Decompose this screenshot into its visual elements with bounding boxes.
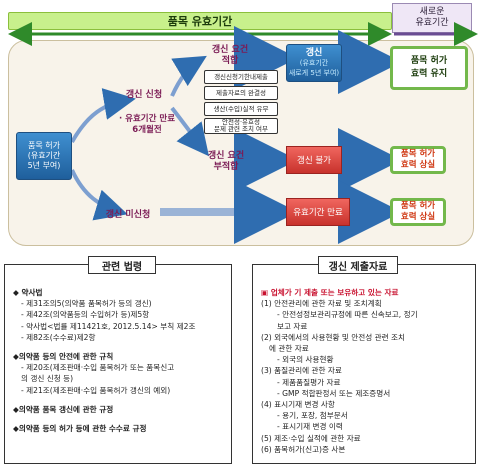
renewal-documents-list: ▣ 업체가 기 제출 또는 보유하고 있는 자료 (1) 안전관리에 관한 자료 …	[261, 287, 471, 455]
list-line: ◆ 약사법	[13, 288, 43, 297]
arrow-to-non-apply	[70, 169, 128, 221]
renewal-refused-box: 갱신 불가	[286, 146, 342, 174]
renewal-apply-label: 갱신 신청	[125, 89, 163, 100]
list-line: (4) 표시기재 변경 사항	[261, 400, 335, 410]
flow-arrows	[8, 22, 478, 244]
related-laws-panel: ◆ 약사법 - 제31조의5(의약품 품목허가 등의 갱신)- 제42조(의약품등…	[4, 264, 232, 464]
arrow-to-req-unmet	[170, 106, 209, 157]
list-line: ◆의약품 등의 허가 등에 관한 수수료 규정	[13, 424, 147, 434]
requirement-unmet-label: 갱신 요건 부적합	[207, 151, 245, 172]
list-line: - 제82조(수수료)제2항	[21, 332, 96, 342]
validity-period-label: 품목 유효기간	[167, 15, 233, 28]
list-line: - GMP 적합판정서 또는 제조증명서	[277, 388, 391, 398]
list-line: (5) 제조·수입 실적에 관한 자료	[261, 433, 361, 443]
list-line: - 표시기재 변경 이력	[277, 422, 343, 432]
list-line: - 제31조의5(의약품 품목허가 등의 갱신)	[21, 299, 152, 309]
spacer	[13, 415, 227, 423]
permit-lapse-box: 품목 허가 효력 상실	[390, 198, 446, 226]
list-line: ◆의약품 등의 안전에 관한 규칙	[13, 352, 114, 362]
list-line: 보고 자료	[277, 321, 308, 331]
list-line: 에 관한 자료	[269, 344, 309, 354]
list-line: (2) 외국에서의 사용현황 및 안전성 관련 조치	[261, 332, 406, 342]
requirement-item: 제출자료의 완결성	[204, 86, 278, 100]
renewal-sub-label: (유효기간 새로게 5년 부여)	[288, 59, 340, 77]
list-line: (1) 안전관리에 관한 자료 및 조치계획	[261, 299, 382, 309]
arrow-to-req-met	[170, 55, 207, 97]
list-line: - 제21조(제조판매·수입 품목허가 갱신의 예외)	[21, 385, 171, 395]
list-line: - 제20조(제조판매·수입 품목허가 또는 품목신고	[21, 363, 175, 373]
related-laws-title: 관련 법령	[88, 256, 156, 274]
requirement-met-label: 갱신 요건 적합	[211, 45, 249, 66]
list-line: - 안전성정보관리규정에 따른 신속보고, 정기	[277, 310, 418, 320]
requirement-item: 안전성·유효성 문제 관련 조치 여부	[204, 118, 278, 134]
spacer	[13, 343, 227, 351]
validity-period-bar: 품목 유효기간	[8, 12, 392, 30]
list-line: 의 갱신 신청 등)	[21, 374, 74, 384]
list-line: ▣ 업체가 기 제출 또는 보유하고 있는 자료	[261, 288, 399, 297]
renewal-documents-title: 갱신 제출자료	[318, 256, 398, 274]
arrow-to-renewal-apply	[70, 88, 136, 143]
list-line: - 용기, 포장, 첨부문서	[277, 411, 348, 421]
renewal-label: 갱신	[305, 48, 323, 58]
apply-deadline-label: · 유효기간 만료 6개월전	[118, 114, 176, 135]
permit-lapse-box: 품목 허가 효력 상실	[390, 146, 446, 174]
related-laws-list: ◆ 약사법 - 제31조의5(의약품 품목허가 등의 갱신)- 제42조(의약품등…	[13, 287, 227, 434]
validity-expiry-box: 유효기간 만료	[286, 198, 350, 226]
list-line: - 제42조(의약품등의 수입허가 등)제5항	[21, 310, 150, 320]
list-line: - 약사법<법률 제11421호, 2012.5.14> 부칙 제2조	[21, 321, 196, 331]
requirement-item: 생산(수입)실적 유무	[204, 102, 278, 116]
renewal-documents-panel: ▣ 업체가 기 제출 또는 보유하고 있는 자료 (1) 안전관리에 관한 자료 …	[252, 264, 476, 464]
requirement-item: 갱신신청기한내제출	[204, 70, 278, 84]
list-line: (6) 품목허가(신고)증 사본	[261, 444, 346, 454]
renewal-box: 갱신 (유효기간 새로게 5년 부여)	[286, 44, 342, 82]
list-line: - 외국의 사용현황	[277, 355, 334, 365]
list-line: (3) 품질관리에 관한 자료	[261, 366, 342, 376]
permit-validity-maintained-box: 품목 허가 효력 유지	[390, 46, 468, 90]
non-apply-label: 갱신 미신청	[105, 209, 151, 220]
spacer	[13, 396, 227, 404]
list-line: ◆의약품 품목 갱신에 관한 규정	[13, 404, 114, 414]
product-permit-box: 품목 허가 (유효기간 5년 부여)	[16, 132, 72, 180]
list-line: - 제품품질평가 자료	[277, 377, 341, 387]
